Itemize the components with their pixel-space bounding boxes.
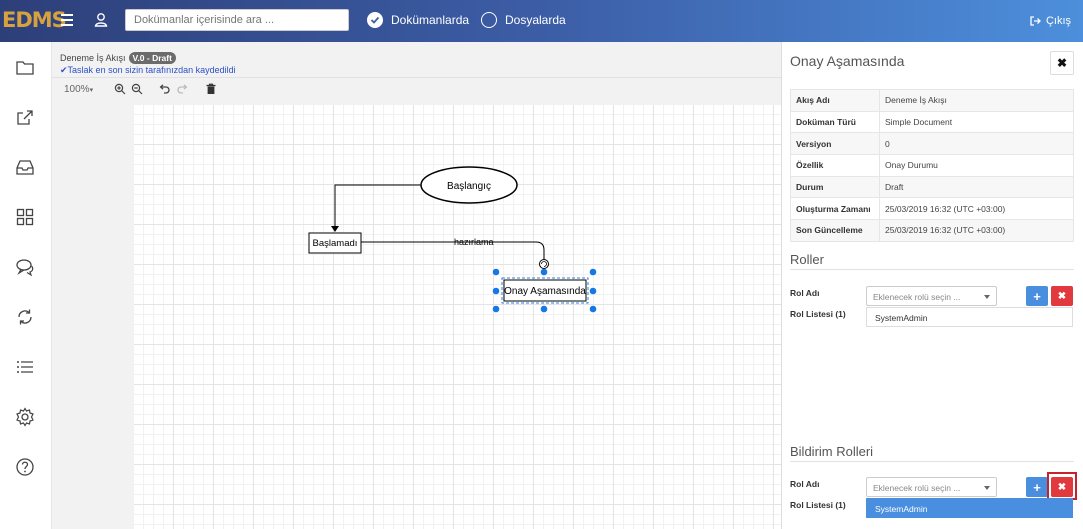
- folder-icon[interactable]: [15, 58, 35, 78]
- inbox-icon[interactable]: [15, 157, 35, 177]
- info-value: Onay Durumu: [879, 154, 1074, 177]
- info-key: Versiyon: [790, 132, 880, 156]
- divider: [790, 269, 1074, 270]
- sync-icon[interactable]: [15, 307, 35, 327]
- workflow-name: Deneme İş Akışı: [60, 53, 126, 63]
- saved-note-text: Taslak en son sizin tarafınızdan kaydedi…: [67, 65, 236, 75]
- app-logo[interactable]: EDMS: [2, 8, 67, 32]
- rotate-handle-icon[interactable]: [539, 259, 549, 269]
- chevron-down-icon: [984, 486, 990, 490]
- info-value: Draft: [879, 175, 1074, 199]
- resize-handles[interactable]: [492, 268, 597, 313]
- add-role-button[interactable]: +: [1026, 286, 1048, 306]
- panel-title: Onay Aşamasında: [790, 53, 905, 69]
- info-key: Son Güncelleme: [790, 219, 880, 242]
- user-icon[interactable]: [93, 12, 109, 28]
- scope-files-radio[interactable]: Dosyalarda: [481, 12, 566, 28]
- scope-documents-label: Dokümanlarda: [391, 13, 470, 27]
- not-started-node[interactable]: [308, 232, 362, 254]
- logout-icon: [1030, 16, 1041, 26]
- roles-section-title: Roller: [790, 252, 824, 267]
- approval-node[interactable]: [503, 279, 587, 302]
- zoom-in-icon[interactable]: [114, 83, 126, 95]
- list-item[interactable]: SystemAdmin: [866, 498, 1073, 518]
- redo-icon[interactable]: [177, 83, 189, 95]
- list-icon[interactable]: [15, 357, 35, 377]
- editor-toolbar: 100%▾: [52, 77, 781, 99]
- info-key: Durum: [790, 175, 880, 199]
- info-value: Deneme İş Akışı: [879, 89, 1074, 112]
- radio-unchecked-icon: [481, 12, 497, 28]
- not-started-node-label: Başlamadı: [313, 238, 358, 249]
- edge-hazirlama: [361, 241, 545, 265]
- workflow-diagram: hazırlama Başlangıç Başlamadı Onay Aşama…: [308, 166, 597, 313]
- info-value: 25/03/2019 16:32 (UTC +03:00): [879, 219, 1074, 242]
- diagram-canvas[interactable]: [134, 105, 781, 529]
- logout-button[interactable]: Çıkış: [1030, 15, 1071, 27]
- start-node-label: Başlangıç: [447, 181, 491, 192]
- list-item[interactable]: SystemAdmin: [866, 307, 1073, 327]
- radio-checked-icon: [367, 12, 383, 28]
- chat-icon[interactable]: [15, 257, 35, 277]
- start-node[interactable]: [420, 166, 518, 204]
- close-panel-button[interactable]: ✖: [1050, 51, 1074, 75]
- version-badge: V.0 - Draft: [128, 52, 176, 64]
- breadcrumb: Deneme İş Akışı V.0 - Draft: [60, 52, 176, 64]
- notify-role-select[interactable]: Eklenecek rolü seçin ...: [866, 477, 997, 497]
- help-icon[interactable]: [15, 457, 35, 477]
- info-value: Simple Document: [879, 110, 1074, 134]
- info-value: 0: [879, 132, 1074, 156]
- scope-documents-radio[interactable]: Dokümanlarda: [367, 12, 469, 28]
- role-select-placeholder: Eklenecek rolü seçin ...: [873, 292, 961, 302]
- role-name-label: Rol Adı: [790, 288, 820, 298]
- notify-role-list-label: Rol Listesi (1): [790, 500, 846, 510]
- saved-note: ✔Taslak en son sizin tarafınızdan kayded…: [60, 65, 236, 76]
- divider: [790, 461, 1074, 462]
- undo-icon[interactable]: [158, 83, 170, 95]
- search-input[interactable]: [125, 9, 349, 31]
- highlight-outline: [1047, 472, 1077, 500]
- zoom-out-icon[interactable]: [131, 83, 143, 95]
- menu-icon[interactable]: [61, 14, 73, 26]
- approval-node-label: Onay Aşamasında: [504, 286, 586, 297]
- zoom-select[interactable]: 100%▾: [64, 84, 94, 95]
- selection-box: [501, 277, 589, 304]
- scope-files-label: Dosyalarda: [505, 13, 566, 27]
- share-icon[interactable]: [15, 107, 35, 127]
- logout-label: Çıkış: [1045, 15, 1071, 27]
- top-bar: EDMS Dokümanlarda Dosyalarda Çıkış: [0, 0, 1083, 42]
- notify-roles-section-title: Bildirim Rolleri: [790, 444, 874, 459]
- zoom-level: 100%: [64, 84, 90, 95]
- workflow-editor: Deneme İş Akışı V.0 - Draft ✔Taslak en s…: [52, 42, 781, 529]
- notify-role-select-placeholder: Eklenecek rolü seçin ...: [873, 483, 961, 493]
- role-select[interactable]: Eklenecek rolü seçin ...: [866, 286, 997, 306]
- remove-role-button[interactable]: ✖: [1051, 286, 1073, 306]
- info-key: Akış Adı: [790, 89, 880, 112]
- info-key: Doküman Türü: [790, 110, 880, 134]
- left-sidebar: [0, 42, 52, 529]
- edge-start-to-not-started: [334, 184, 422, 230]
- apps-icon[interactable]: [15, 207, 35, 227]
- check-icon: ✔: [60, 65, 68, 75]
- remove-notify-role-button[interactable]: ✖: [1051, 477, 1073, 497]
- role-list-label: Rol Listesi (1): [790, 309, 846, 319]
- edge-label-hazirlama[interactable]: hazırlama: [454, 237, 494, 247]
- add-notify-role-button[interactable]: +: [1026, 477, 1048, 497]
- info-key: Oluşturma Zamanı: [790, 197, 880, 221]
- chevron-down-icon: [984, 295, 990, 299]
- delete-icon[interactable]: [205, 83, 217, 95]
- info-key: Özellik: [790, 154, 880, 177]
- info-value: 25/03/2019 16:32 (UTC +03:00): [879, 197, 1074, 221]
- settings-icon[interactable]: [15, 407, 35, 427]
- notify-role-name-label: Rol Adı: [790, 479, 820, 489]
